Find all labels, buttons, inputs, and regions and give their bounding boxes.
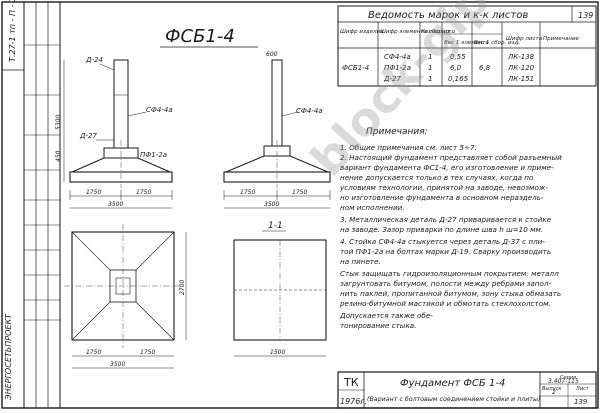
dim-plan-height: 2700 xyxy=(179,280,186,295)
drawing-title: ФСБ1-4 xyxy=(165,26,235,47)
dim-front-total: 3500 xyxy=(108,201,123,208)
dim-side-total: 3500 xyxy=(264,201,279,208)
note-line: резино-битумной мастикой и обмотать стек… xyxy=(339,299,551,308)
front-view: Д-24 Д-27 СФ4-4а ПФ1-2а 1750 1750 3500 5… xyxy=(55,56,173,209)
label-sf4-side: СФ4-4а xyxy=(296,107,323,115)
header-quantity: Кол-во шт. xyxy=(421,29,452,35)
dim-plan-left: 1750 xyxy=(86,349,101,356)
section-view: 1-1 1500 xyxy=(233,221,327,357)
note-line: 2. Настоящий фундамент представляет собо… xyxy=(340,153,562,162)
series-value: 3.407-115 xyxy=(548,378,579,385)
note-line: 1. Общие примечания см. лист 5÷7. xyxy=(340,143,477,152)
note-line: на заводе. Зазор приварки по длине шва h… xyxy=(340,225,543,234)
row1-qty: 1 xyxy=(428,53,432,61)
series-label: Серия xyxy=(560,375,576,381)
row-total-weight: 6,8 xyxy=(479,64,491,72)
note-line: тонирование стыка. xyxy=(340,321,416,330)
sheet-label: Лист xyxy=(575,386,590,392)
statement-sheet-number: 139 xyxy=(578,11,593,20)
issue-label: Выпуск xyxy=(542,386,561,392)
row-item-code: ФСБ1-4 xyxy=(342,64,369,72)
note-line: условиям технологии, принятой на заводе,… xyxy=(339,183,548,192)
note-line: ном исполнении. xyxy=(340,203,405,212)
row3-weight: 0,165 xyxy=(448,75,469,83)
dim-450: 450 xyxy=(55,150,62,162)
row1-element: СФ4-4а xyxy=(384,53,411,61)
dim-side-left: 1750 xyxy=(240,189,255,196)
statement-table: Ведомость марок и к-к листов 139 Шифр из… xyxy=(337,5,597,87)
note-line: Допускается также обе- xyxy=(339,311,433,320)
issue-value: 2 xyxy=(552,389,556,396)
row3-sheet: ЛК-151 xyxy=(507,75,534,83)
dim-front-right: 1750 xyxy=(136,189,151,196)
series-org: ЭНЕРГОСЕТЬПРОЕКТ xyxy=(4,313,13,401)
header-item-weight: Вес 1 сбор. изд. xyxy=(474,40,520,46)
row2-sheet: ЛК-120 xyxy=(507,64,535,72)
note-line: 3. Металлическая деталь Д-27 приваривает… xyxy=(340,215,552,224)
row3-element: Д-27 xyxy=(383,75,401,83)
notes-heading: Примечания: xyxy=(366,127,428,137)
header-sheet-code: Шифр листа xyxy=(506,36,543,42)
note-line: Стык защищать гидроизоляционным покрытие… xyxy=(340,269,559,278)
label-sf4: СФ4-4а xyxy=(146,106,173,114)
product-subtitle: (Вариант с болтовым соединением стойки и… xyxy=(367,395,540,403)
title-block: ТК 1976г. Фундамент ФСБ 1-4 (Вариант с б… xyxy=(337,371,597,409)
dim-front-left: 1750 xyxy=(86,189,101,196)
row2-weight: 6,0 xyxy=(450,64,462,72)
note-line: нить паклей, пропитанной битумом, зону с… xyxy=(340,289,561,298)
header-element-weight: Вес 1 элемента xyxy=(444,40,489,46)
row1-weight: 0,55 xyxy=(450,53,466,61)
label-d27: Д-27 xyxy=(79,132,97,140)
plan-view: 1750 1750 3500 2700 xyxy=(64,224,187,369)
section-label: 1-1 xyxy=(268,221,283,231)
note-line: той ПФ1-2а на болтах марки Д-19. Сварку … xyxy=(340,247,551,256)
row2-element: ПФ1-2а xyxy=(384,64,411,72)
dim-side-right: 1750 xyxy=(292,189,307,196)
note-line: но изготовление фундамента в основном не… xyxy=(340,193,544,202)
label-d24: Д-24 xyxy=(85,56,103,64)
product-name: Фундамент ФСБ 1-4 xyxy=(400,378,505,389)
dim-section: 1500 xyxy=(270,349,285,356)
notes-block: Примечания: 1. Общие примечания см. лист… xyxy=(339,127,562,330)
org-code: ТК xyxy=(343,376,359,389)
dim-plan-right: 1750 xyxy=(140,349,155,356)
row1-sheet: ЛК-138 xyxy=(507,53,535,61)
dim-plan-total: 3500 xyxy=(110,361,125,368)
left-strip: ЭНЕРГОСЕТЬПРОЕКТ Т.27-1 тп - П - 139 xyxy=(2,0,61,408)
drawing-code: Т.27-1 тп - П - 139 xyxy=(8,0,17,62)
sheet-value: 139 xyxy=(574,398,588,406)
row2-qty: 1 xyxy=(428,64,432,72)
label-pf1: ПФ1-2а xyxy=(140,151,167,159)
row3-qty: 1 xyxy=(428,75,432,83)
note-line: вариант фундамента ФС1-4, его изготовлен… xyxy=(340,163,554,172)
note-line: загрунтовать битумом, полости между ребр… xyxy=(340,279,551,288)
side-view: СФ4-4а 600 1750 1750 3500 xyxy=(223,51,331,209)
note-line: 4. Стойка СФ4-4а стыкуется через деталь … xyxy=(340,237,545,246)
statement-title: Ведомость марок и к-к листов xyxy=(368,10,528,21)
header-note: Примечание xyxy=(543,36,580,42)
header-element-code: Шифр элемента сборного xyxy=(380,29,456,35)
note-line: нение допускается только в тех случаях, … xyxy=(340,173,534,182)
note-line: на пинете. xyxy=(340,257,381,266)
year: 1976г. xyxy=(340,397,367,406)
dim-side-top: 600 xyxy=(266,51,278,58)
dim-height: 5300 xyxy=(55,115,62,130)
header-item-code: Шифр изделия xyxy=(340,29,384,35)
